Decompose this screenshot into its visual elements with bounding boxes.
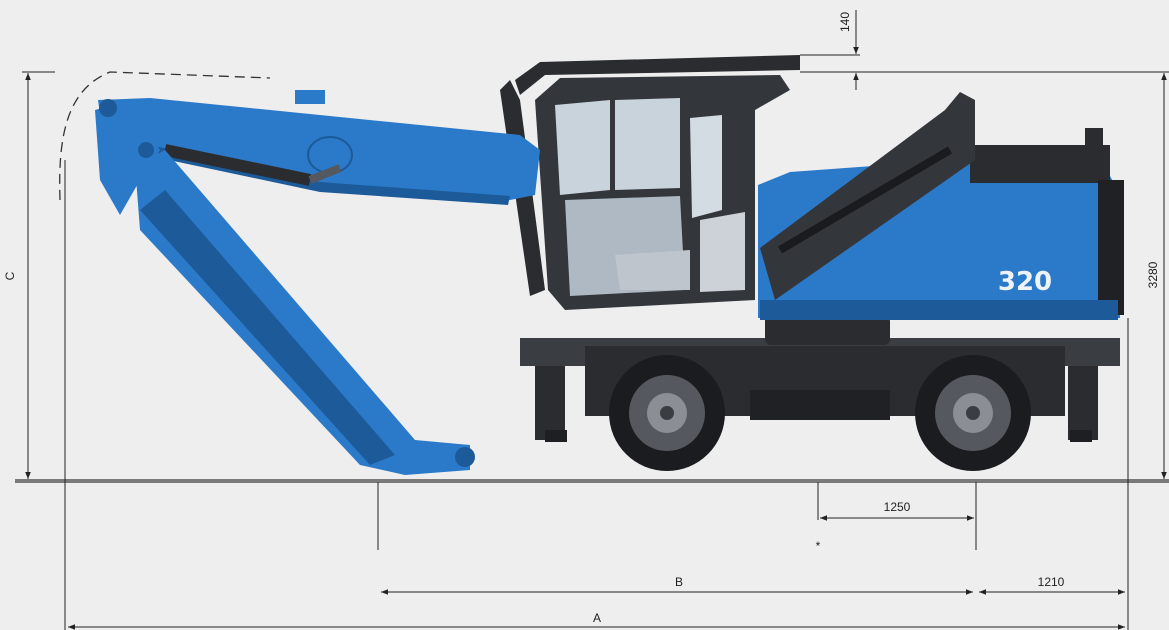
dim-label-c: C xyxy=(3,271,17,280)
operator-cab xyxy=(535,75,790,310)
dim-label-a: A xyxy=(593,611,601,625)
slewing-ring xyxy=(765,315,890,345)
front-wheel xyxy=(609,355,725,471)
dim-label-140: 140 xyxy=(838,12,852,32)
cab-roof-guard xyxy=(515,55,800,95)
cab-window-side xyxy=(615,98,680,190)
model-badge: 320 xyxy=(998,267,1052,297)
cab-lift-frame xyxy=(760,92,975,300)
cab-door-window xyxy=(690,115,722,218)
boom-envelope-dash xyxy=(59,71,271,201)
boom-cylinder xyxy=(163,144,342,186)
rear-wheel xyxy=(915,355,1031,471)
dimension-labels: 140 3280 C 1250 * B 1210 A xyxy=(3,12,1160,625)
dim-label-1250: 1250 xyxy=(884,500,911,514)
boom xyxy=(98,90,540,205)
dimension-lines xyxy=(22,10,1169,630)
dim-asterisk: * xyxy=(816,539,821,553)
cab-window-front xyxy=(555,100,610,195)
dim-label-b: B xyxy=(675,575,683,589)
stick xyxy=(95,99,475,475)
material-handler-machine: 320 xyxy=(95,55,1124,475)
dim-label-1210: 1210 xyxy=(1038,575,1065,589)
dim-label-3280: 3280 xyxy=(1146,261,1160,288)
